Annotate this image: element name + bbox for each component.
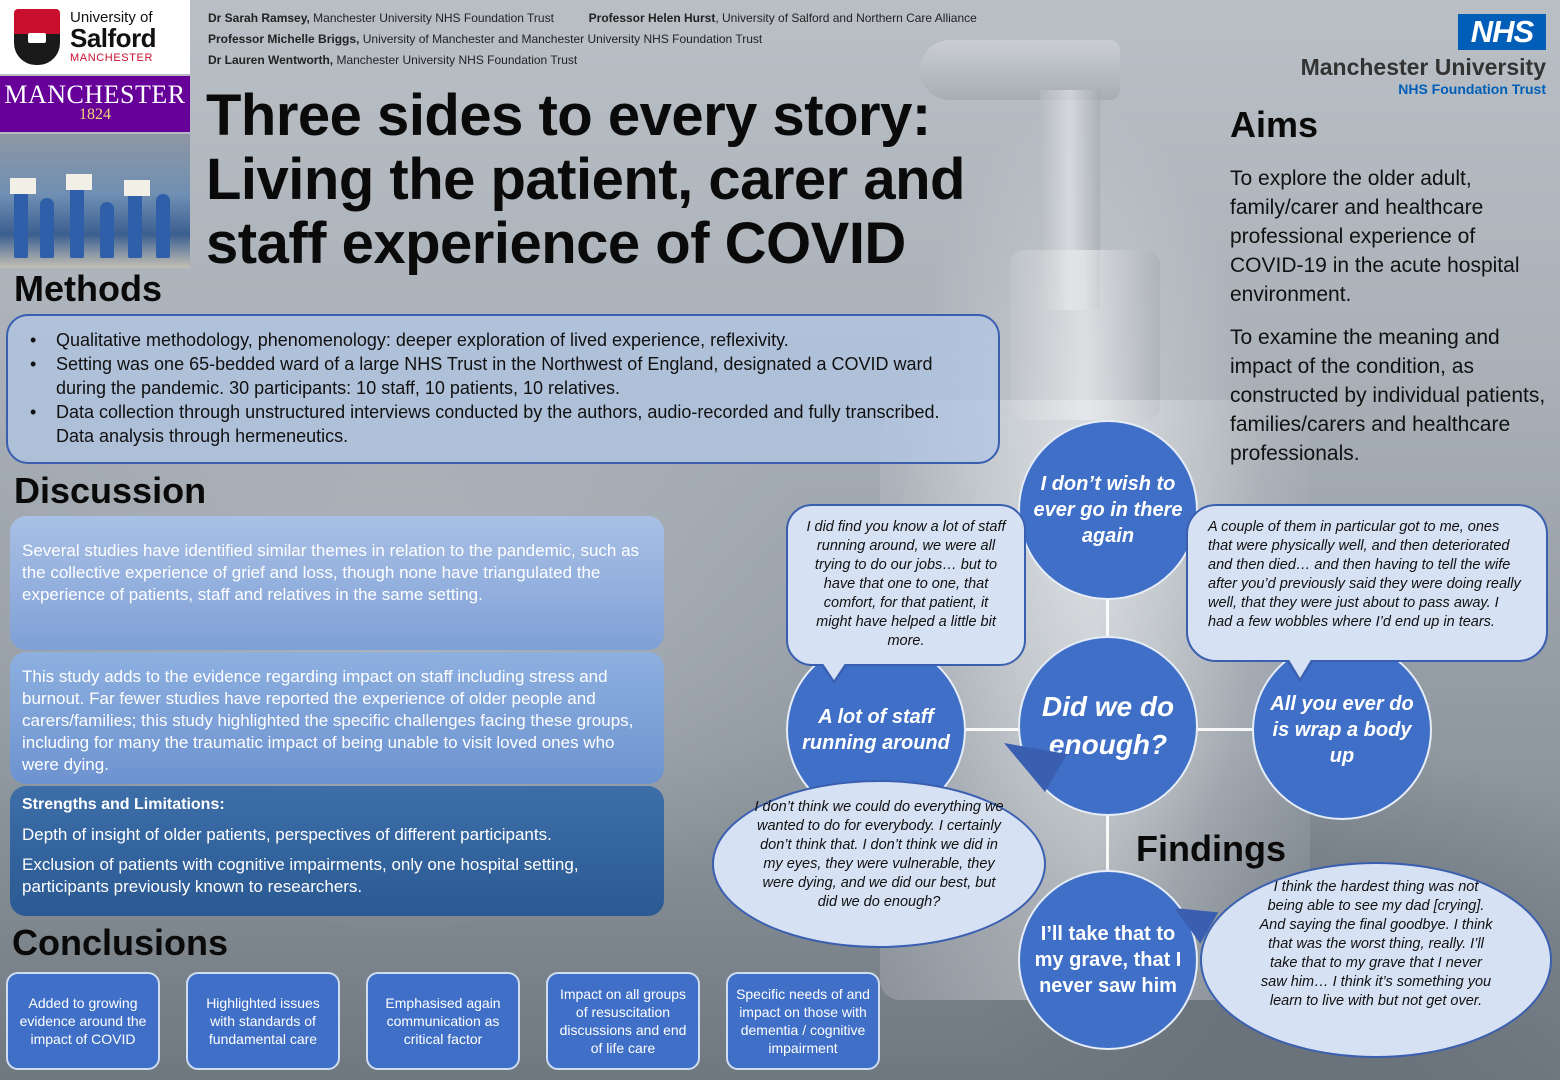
salford-crest-icon [14, 9, 60, 65]
author-name: Professor Helen Hurst [588, 11, 716, 25]
author-list: Dr Sarah Ramsey, Manchester University N… [208, 8, 977, 71]
connector-line [1196, 728, 1254, 731]
methods-bullet: Qualitative methodology, phenomenology: … [30, 328, 978, 352]
discussion-paragraph: Several studies have identified similar … [22, 541, 640, 604]
methods-bullet: Setting was one 65-bedded ward of a larg… [30, 352, 978, 400]
nhs-logo: NHS [1458, 14, 1546, 50]
poster-title: Three sides to every story: Living the p… [206, 84, 1086, 276]
discussion-panel-2: This study adds to the evidence regardin… [10, 652, 664, 784]
findings-heading: Findings [1136, 828, 1286, 869]
strengths-text: Depth of insight of older patients, pers… [22, 825, 552, 844]
connector-line [1106, 598, 1109, 638]
author-affiliation: Manchester University NHS Foundation Tru… [309, 11, 554, 25]
manchester-logo-name: MANCHESTER [4, 80, 186, 109]
theme-circle-right: All you ever do is wrap a body up [1252, 640, 1432, 820]
author-name: Dr Sarah Ramsey, [208, 11, 310, 25]
title-line: staff experience of COVID [206, 211, 906, 276]
quote-bubble-left: I did find you know a lot of staff runni… [786, 504, 1026, 666]
conclusion-box: Emphasised again communication as critic… [366, 972, 520, 1070]
author-affiliation: Manchester University NHS Foundation Tru… [333, 53, 578, 67]
title-line: Living the patient, carer and [206, 147, 965, 212]
quote-bubble-bottom: I think the hardest thing was not being … [1200, 862, 1552, 1058]
connector-line [964, 728, 1020, 731]
quote-bubble-right: A couple of them in particular got to me… [1186, 504, 1548, 662]
bubble-tail [1288, 658, 1312, 678]
methods-heading: Methods [14, 268, 162, 309]
conclusion-box: Added to growing evidence around the imp… [6, 972, 160, 1070]
conclusion-box: Highlighted issues with standards of fun… [186, 972, 340, 1070]
connector-line [1106, 814, 1109, 872]
methods-panel: Qualitative methodology, phenomenology: … [6, 314, 1000, 464]
bubble-tail [822, 662, 846, 680]
conclusions-heading: Conclusions [12, 922, 229, 963]
author-affiliation: University of Manchester and Manchester … [359, 32, 763, 46]
limitations-text: Exclusion of patients with cognitive imp… [22, 855, 579, 896]
strengths-limitations-panel: Strengths and Limitations: Depth of insi… [10, 786, 664, 916]
nhs-org-sub: NHS Foundation Trust [1398, 81, 1546, 97]
salford-logo-line2: Salford [70, 23, 157, 54]
conclusion-box: Impact on all groups of resuscitation di… [546, 972, 700, 1070]
aims-paragraph: To explore the older adult, family/carer… [1230, 167, 1520, 306]
aims-heading: Aims [1230, 104, 1319, 145]
nhs-trust-name: Manchester University NHS Foundation Tru… [1301, 54, 1546, 97]
quote-bubble-center: I don’t think we could do everything we … [712, 780, 1046, 948]
author-name: Dr Lauren Wentworth, [208, 53, 334, 67]
nhs-org-name: Manchester University [1300, 54, 1546, 80]
salford-logo: University of Salford MANCHESTER [0, 0, 190, 74]
theme-circle-top: I don’t wish to ever go in there again [1018, 420, 1198, 600]
discussion-paragraph: This study adds to the evidence regardin… [22, 667, 634, 774]
theme-circle-bottom: I’ll take that to my grave, that I never… [1018, 870, 1198, 1050]
pump-bottle-cap [1010, 250, 1160, 420]
conclusion-box: Specific needs of and impact on those wi… [726, 972, 880, 1070]
salford-logo-line1: University of [70, 8, 153, 26]
salford-logo-line3: MANCHESTER [70, 51, 154, 64]
author-name: Professor Michelle Briggs, [208, 32, 360, 46]
title-line: Three sides to every story: [206, 83, 931, 148]
strengths-heading: Strengths and Limitations: [22, 796, 225, 813]
manchester-logo: MANCHESTER 1824 [0, 76, 190, 132]
discussion-panel-1: Several studies have identified similar … [10, 516, 664, 650]
manchester-logo-year: 1824 [79, 106, 111, 123]
aims-text: To explore the older adult, family/carer… [1230, 164, 1550, 482]
theme-circle-center: Did we do enough? [1018, 636, 1198, 816]
staff-photo [0, 134, 190, 268]
aims-paragraph: To examine the meaning and impact of the… [1230, 326, 1546, 465]
methods-bullet: Data collection through unstructured int… [30, 400, 978, 448]
author-affiliation: , University of Salford and Northern Car… [715, 11, 977, 25]
discussion-heading: Discussion [14, 470, 207, 511]
